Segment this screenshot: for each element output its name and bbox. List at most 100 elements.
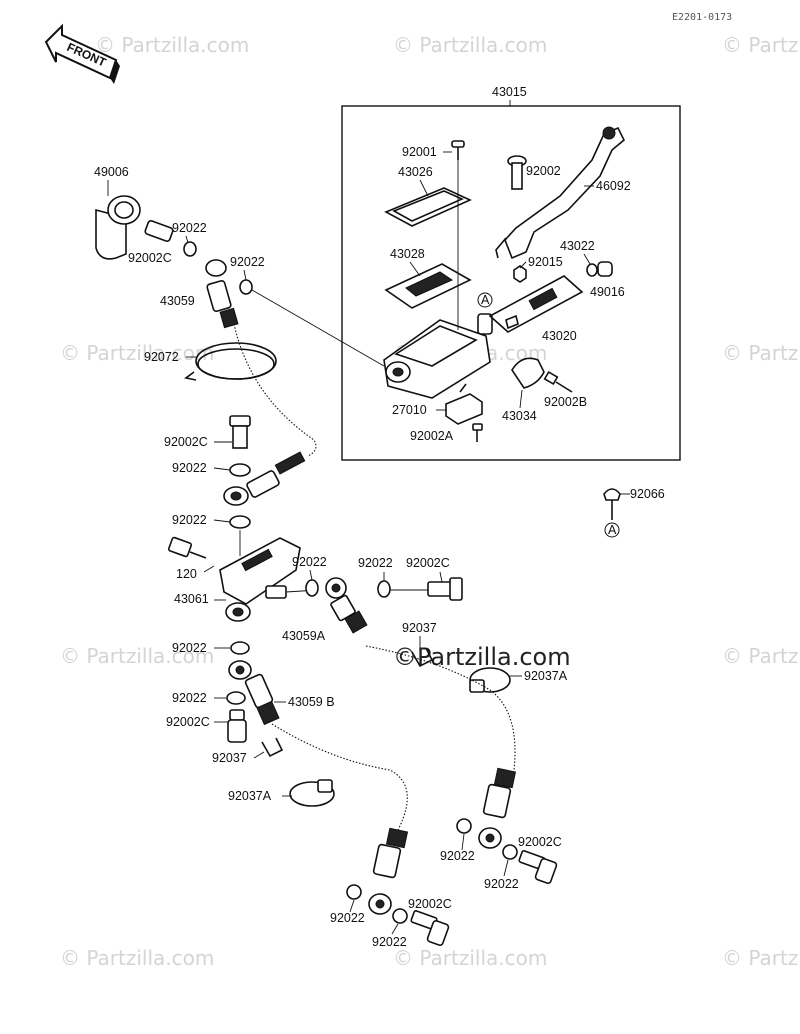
assembly-frame xyxy=(341,105,681,461)
part-label-92015: 92015 xyxy=(528,255,563,269)
part-label-43034: 43034 xyxy=(502,409,537,423)
watermark: © Partzilla.com xyxy=(95,33,249,57)
hose-fitting-43059A xyxy=(325,577,368,634)
figure-code: E2201-0173 xyxy=(672,12,732,23)
part-label-92022: 92022 xyxy=(330,911,365,925)
brake-lever-46092 xyxy=(495,126,625,260)
banjo-bolt-92002C xyxy=(410,910,450,947)
part-label-92022: 92022 xyxy=(484,877,519,891)
clamp-band-92072 xyxy=(184,342,277,381)
reference-marker-a: A xyxy=(604,522,620,538)
part-label-92022: 92022 xyxy=(358,556,393,570)
boot-43022 xyxy=(586,263,598,277)
reservoir-cap-43026 xyxy=(384,187,472,227)
part-label-92002A: 92002A xyxy=(410,429,454,443)
part-label-92001: 92001 xyxy=(402,145,437,159)
nut-92015 xyxy=(513,265,527,283)
banjo-bolt-92002C xyxy=(427,577,463,601)
washer-92022 xyxy=(239,279,253,295)
part-label-43026: 43026 xyxy=(398,165,433,179)
part-label-92022: 92022 xyxy=(230,255,265,269)
part-label-92066: 92066 xyxy=(630,487,665,501)
part-label-92022: 92022 xyxy=(172,461,207,475)
part-label-43059B: 43059 B xyxy=(288,695,335,709)
part-label-43022: 43022 xyxy=(560,239,595,253)
watermark: © Partzilla.com xyxy=(393,33,547,57)
part-label-92037A: 92037A xyxy=(228,789,272,803)
svg-text:A: A xyxy=(481,293,490,307)
caliper-hose-fitting-right xyxy=(478,767,517,849)
watermark: © Partzilla.com xyxy=(393,946,547,970)
banjo-bolt-92002C xyxy=(227,709,247,743)
banjo-bolt-92002C xyxy=(144,220,174,242)
watermark: © Partzilla.com xyxy=(60,946,214,970)
piston-kit-43020 xyxy=(488,275,584,333)
part-label-49006: 49006 xyxy=(94,165,129,179)
pivot-bolt-92002 xyxy=(507,155,527,190)
screw-92001 xyxy=(451,140,465,160)
master-cylinder-assembly: 43015 xyxy=(341,85,681,461)
part-label-92002C: 92002C xyxy=(518,835,562,849)
bolt-92002B xyxy=(543,370,573,393)
part-label-49016: 49016 xyxy=(590,285,625,299)
clip-92037 xyxy=(411,647,434,668)
part-label-92002C: 92002C xyxy=(408,897,452,911)
watermark: © Partzilla.com xyxy=(722,644,800,668)
master-cylinder-body xyxy=(383,313,493,399)
part-label-46092: 46092 xyxy=(596,179,631,193)
brake-switch-27010 xyxy=(445,383,483,425)
washer-92022 xyxy=(230,641,250,655)
washer-92022 xyxy=(377,580,391,598)
part-label-43015: 43015 xyxy=(492,85,527,99)
svg-text:A: A xyxy=(608,523,617,537)
part-label-92022: 92022 xyxy=(172,513,207,527)
part-label-92022: 92022 xyxy=(292,555,327,569)
banjo-bolt-92002C xyxy=(518,850,558,885)
cap-49016 xyxy=(597,261,613,277)
banjo-bolt-92002C xyxy=(229,415,251,449)
center-watermark: ©Partzilla.com xyxy=(393,643,571,671)
part-label-43059A: 43059A xyxy=(282,629,326,643)
hose-fitting-43059B xyxy=(244,673,280,726)
part-label-43061: 43061 xyxy=(174,592,209,606)
part-label-92072: 92072 xyxy=(144,350,179,364)
brake-junction-43061 xyxy=(219,537,301,622)
bolt-120 xyxy=(167,536,207,559)
clip-92037 xyxy=(261,737,284,758)
part-label-92002C: 92002C xyxy=(166,715,210,729)
washer-92022 xyxy=(229,463,251,477)
hose-fitting-43059 xyxy=(205,259,239,329)
cover-49006 xyxy=(95,195,141,260)
watermark: © Partzilla.com xyxy=(722,33,800,57)
part-label-92002C: 92002C xyxy=(164,435,208,449)
part-label-92022: 92022 xyxy=(172,641,207,655)
washer-92022 xyxy=(392,908,408,924)
washer-92022 xyxy=(226,691,246,705)
part-label-92022: 92022 xyxy=(372,935,407,949)
part-label-92022: 92022 xyxy=(440,849,475,863)
screw-92002A xyxy=(472,423,483,442)
washer-92022 xyxy=(229,515,251,529)
part-label-92002C: 92002C xyxy=(406,556,450,570)
part-label-92022: 92022 xyxy=(172,221,207,235)
watermark: © Partzilla.com xyxy=(60,644,214,668)
washer-92022 xyxy=(502,844,518,860)
washer-92022 xyxy=(183,241,197,257)
watermark: © Partzilla.com xyxy=(722,946,800,970)
reference-marker-a: A xyxy=(477,292,493,308)
part-label-92037: 92037 xyxy=(212,751,247,765)
part-label-92022: 92022 xyxy=(172,691,207,705)
part-label-92037A: 92037A xyxy=(524,669,568,683)
hose-clamp-92037A xyxy=(289,779,335,807)
watermark: © Partzilla.com xyxy=(722,341,800,365)
part-label-92037: 92037 xyxy=(402,621,437,635)
part-label-120: 120 xyxy=(176,567,197,581)
hose-clamp-92037A xyxy=(469,667,511,693)
bleeder-cap-92066 xyxy=(603,488,621,520)
part-label-27010: 27010 xyxy=(392,403,427,417)
caliper-hose-fitting-left xyxy=(368,827,409,915)
washer-92022 xyxy=(456,818,472,834)
part-label-43020: 43020 xyxy=(542,329,577,343)
diaphragm-43028 xyxy=(384,263,472,309)
